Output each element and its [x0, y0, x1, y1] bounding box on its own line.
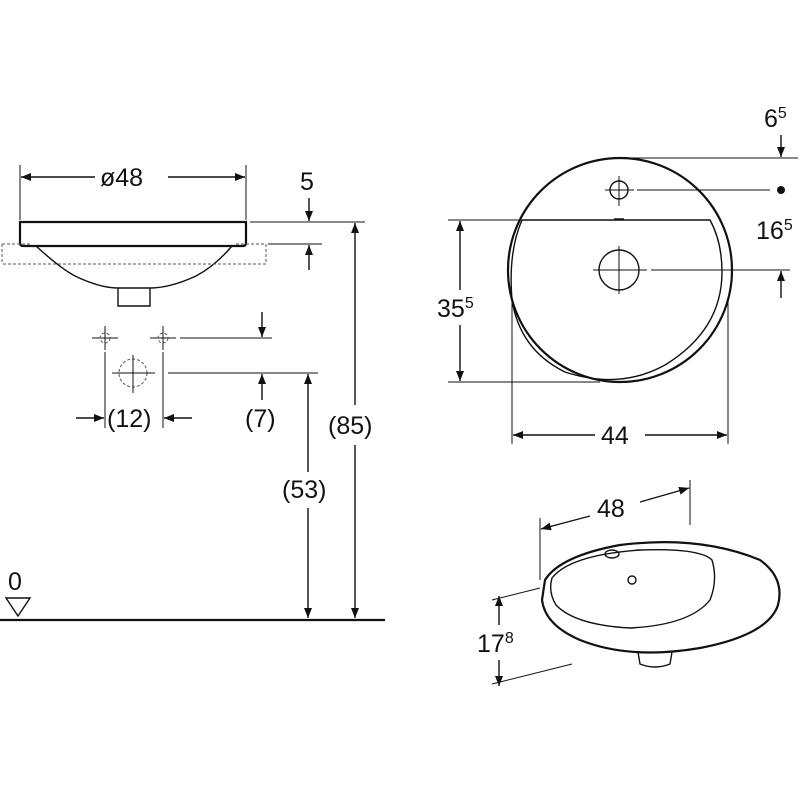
dim-persp-width-arrow-left — [540, 515, 591, 531]
diameter-label: ø48 — [100, 164, 143, 192]
drain-hole-icon — [112, 355, 155, 393]
top-drain-hole-icon — [593, 246, 647, 294]
top-view: 65 165 355 44 — [437, 105, 798, 450]
persp-height-label: 178 — [477, 630, 514, 658]
persp-bowl-inner — [549, 549, 716, 629]
tap-dim-label: 165 — [756, 217, 793, 245]
persp-width-label: 48 — [597, 495, 625, 523]
width-dim-label: 44 — [601, 422, 629, 450]
tap-hole-right-icon — [150, 326, 176, 350]
tap-hole-left-icon — [92, 326, 118, 350]
persp-overflow-hole-icon — [604, 549, 620, 559]
floor-label: 0 — [8, 568, 22, 596]
basin-rim — [18, 220, 248, 248]
dim-persp-height-ext-bottom — [491, 663, 573, 685]
persp-rim-outer — [540, 541, 781, 654]
total-height-label: (85) — [328, 412, 372, 440]
persp-tap-hole-icon — [627, 575, 637, 585]
depth-dim-label: 355 — [437, 295, 474, 323]
spacing-label: (12) — [107, 405, 151, 433]
overflow-hole-icon — [605, 176, 634, 220]
overflow-dim-label: 65 — [764, 105, 787, 133]
countertop-outline — [2, 243, 267, 265]
height-label: (53) — [282, 476, 326, 504]
rim-label: 5 — [300, 168, 314, 196]
dim-persp-width-arrow-right — [639, 486, 690, 503]
side-view: ø48 5 (12) — [0, 164, 385, 622]
basin-inner-outline — [510, 219, 723, 381]
persp-rim-edge — [541, 579, 546, 601]
drain-outlet — [117, 288, 151, 307]
tap-offset-label: (7) — [245, 405, 276, 433]
overflow-reference-dot — [777, 186, 785, 194]
basin-bowl — [35, 245, 233, 289]
perspective-view: 48 178 — [477, 480, 781, 686]
persp-drain-icon — [637, 651, 673, 668]
floor-level-icon — [4, 597, 32, 618]
